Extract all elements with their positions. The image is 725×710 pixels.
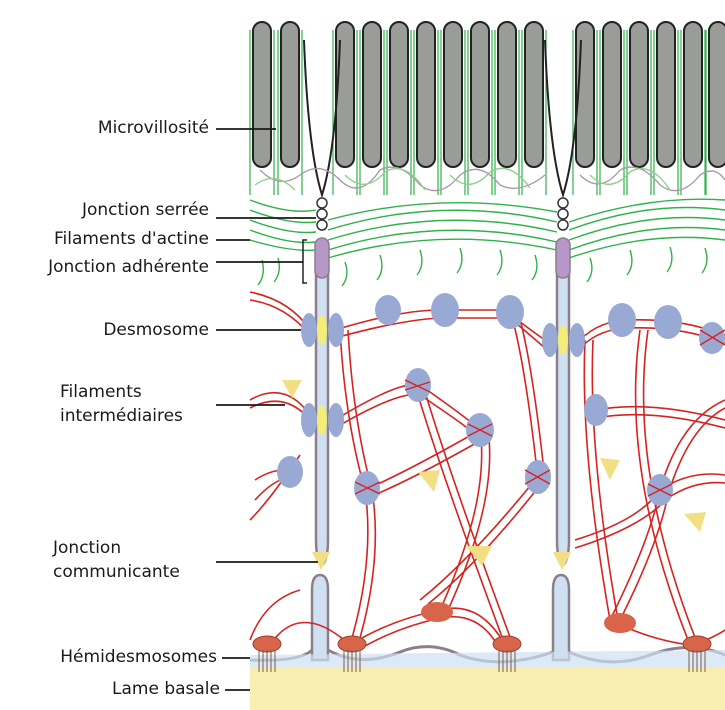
cells-group <box>250 250 725 668</box>
microvillus <box>498 22 516 167</box>
microvillus <box>417 22 435 167</box>
basal-plaque-2 <box>604 613 636 633</box>
microvillus <box>444 22 462 167</box>
microvillus <box>471 22 489 167</box>
label-microvillosite: Microvillosité <box>98 118 209 139</box>
microvillus <box>657 22 675 167</box>
label-filaments-actine: Filaments d'actine <box>54 229 209 250</box>
microvillus <box>363 22 381 167</box>
desmosome-2 <box>301 403 344 437</box>
lateral-membrane-right <box>553 250 569 660</box>
hemidesmosome <box>338 636 366 652</box>
microvillus <box>390 22 408 167</box>
desmosome-3 <box>542 323 585 357</box>
label-desmosome: Desmosome <box>103 320 209 341</box>
hemidesmosome <box>493 636 521 652</box>
lateral-membrane-left <box>312 250 328 660</box>
label-filaments-intermediaires-line2: intermédiaires <box>60 406 183 427</box>
apical-membrane-notch <box>304 40 340 195</box>
microvillus <box>253 22 271 167</box>
label-lame-basale: Lame basale <box>112 679 220 700</box>
microvillus <box>684 22 702 167</box>
microvillus <box>336 22 354 167</box>
label-jonction-communicante-line2: communicante <box>53 562 180 583</box>
label-jonction-serree: Jonction serrée <box>82 200 209 221</box>
desmosome-1 <box>301 313 344 347</box>
microvillus <box>709 22 725 167</box>
microvillus <box>630 22 648 167</box>
basal-lamina <box>250 668 725 710</box>
hemidesmosome <box>253 636 281 652</box>
label-jonction-adherente: Jonction adhérente <box>48 257 209 278</box>
hemidesmosome <box>683 636 711 652</box>
microvillus <box>525 22 543 167</box>
label-jonction-communicante-line1: Jonction <box>53 538 121 559</box>
label-hemidesmosomes: Hémidesmosomes <box>60 647 217 668</box>
microvillus <box>281 22 299 167</box>
basal-plaque-1 <box>421 602 453 622</box>
gap-junctions <box>312 552 571 570</box>
label-filaments-intermediaires-line1: Filaments <box>60 382 142 403</box>
leader-lines <box>216 129 318 690</box>
desmosomes <box>277 293 725 506</box>
microvillus <box>603 22 621 167</box>
